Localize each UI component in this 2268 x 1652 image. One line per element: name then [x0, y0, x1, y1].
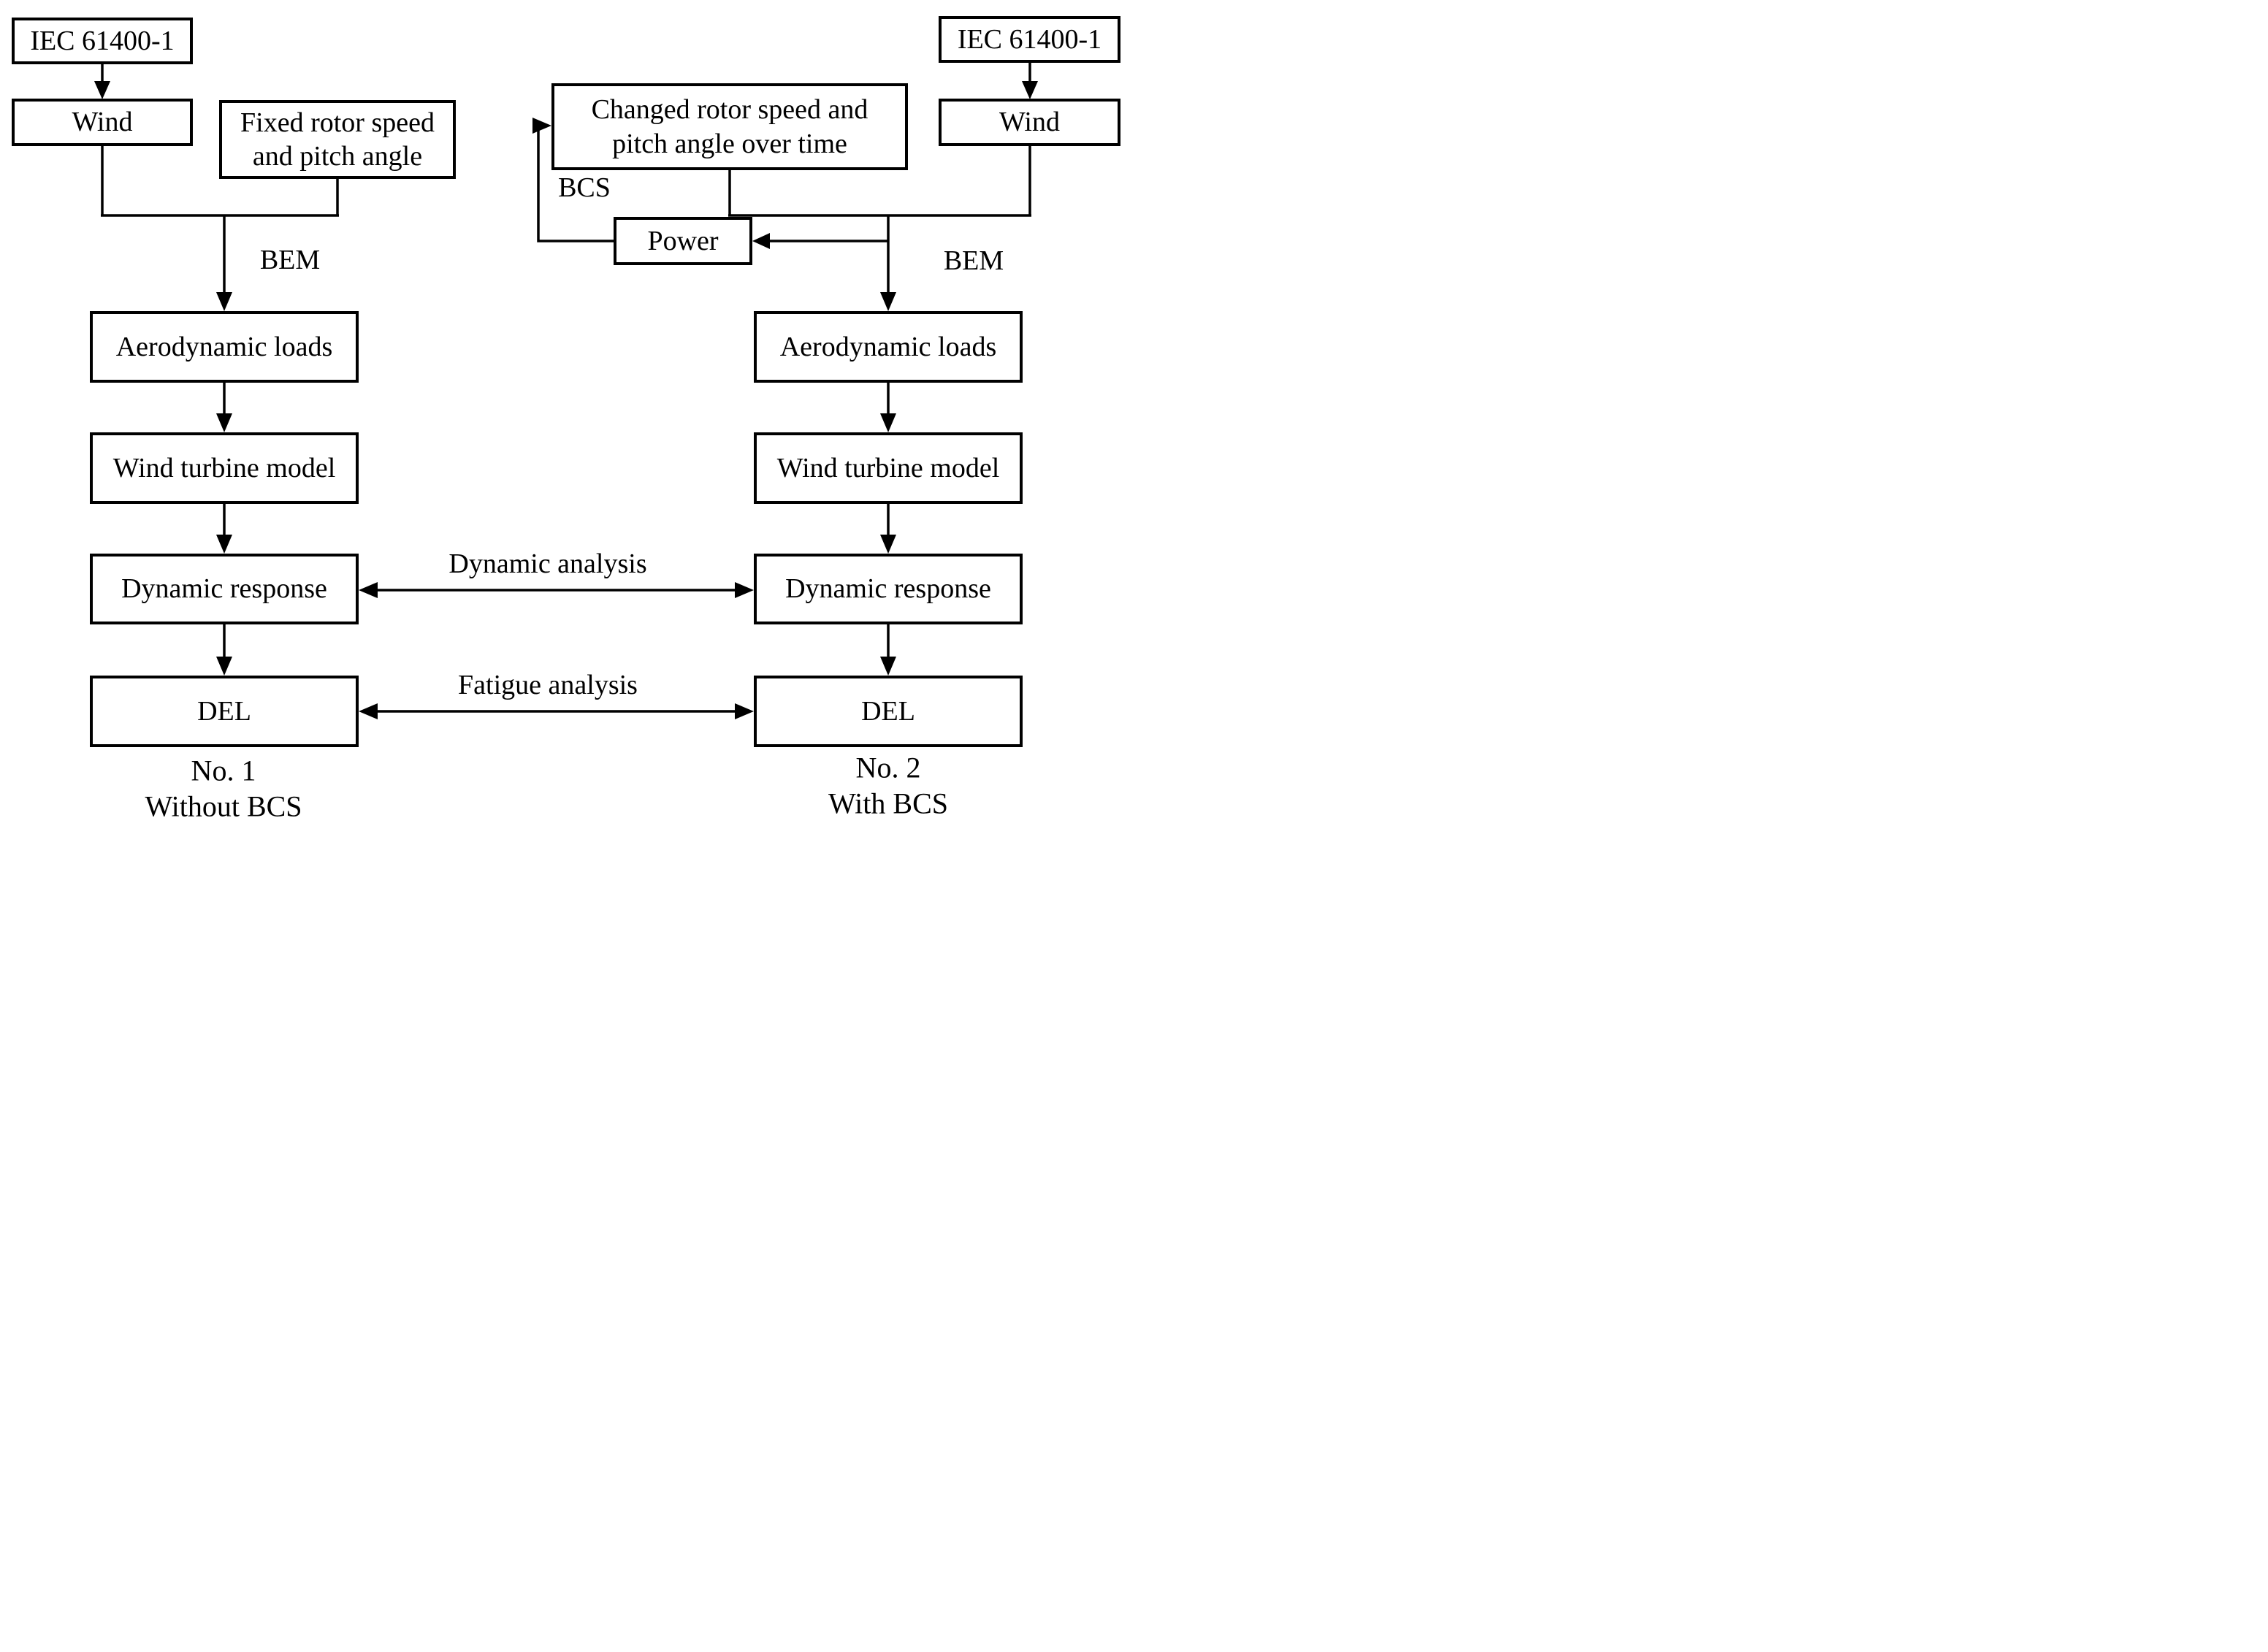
changed-rotor-speed-box: Changed rotor speed and pitch angle over…	[551, 83, 908, 170]
caption-without-bcs: Without BCS	[145, 789, 302, 823]
aerodynamic-loads-box-right: Aerodynamic loads	[754, 311, 1023, 383]
aerodynamic-loads-label-right: Aerodynamic loads	[779, 331, 997, 362]
bcs-feedback-loop	[532, 118, 614, 242]
del-box-right: DEL	[754, 676, 1023, 747]
bem-label-left: BEM	[259, 245, 321, 275]
caption-number-left: No. 1	[191, 754, 256, 787]
fixed-rotor-speed-box: Fixed rotor speed and pitch angle	[219, 100, 456, 179]
fatigue-analysis-label: Fatigue analysis	[458, 670, 638, 700]
changed-rotor-speed-line2: pitch angle over time	[612, 128, 847, 159]
fixed-rotor-speed-line1: Fixed rotor speed	[240, 107, 435, 138]
arrow-turbine-to-dynamic-left	[216, 504, 232, 554]
arrow-bem-right	[880, 215, 896, 311]
arrow-iec-to-wind-left	[94, 64, 110, 99]
iec-standard-box-right: IEC 61400-1	[939, 16, 1120, 63]
arrow-turbine-to-dynamic-right	[880, 504, 896, 554]
wind-turbine-model-box-right: Wind turbine model	[754, 432, 1023, 504]
wind-label-left: Wind	[72, 107, 133, 138]
del-box-left: DEL	[90, 676, 359, 747]
wind-label-right: Wind	[999, 107, 1060, 138]
connector-lines	[94, 63, 1038, 719]
del-label-right: DEL	[861, 695, 915, 727]
aerodynamic-loads-label-left: Aerodynamic loads	[115, 331, 333, 362]
wind-box-left: Wind	[12, 99, 193, 146]
power-box: Power	[614, 217, 752, 265]
wind-turbine-model-box-left: Wind turbine model	[90, 432, 359, 504]
caption-with-bcs: With BCS	[828, 787, 948, 820]
aerodynamic-loads-box-left: Aerodynamic loads	[90, 311, 359, 383]
arrow-power-tap	[752, 233, 888, 249]
fatigue-analysis-arrow	[359, 703, 754, 719]
dynamic-response-box-left: Dynamic response	[90, 554, 359, 624]
wind-turbine-model-label-left: Wind turbine model	[112, 452, 336, 483]
changed-rotor-speed-line1: Changed rotor speed and	[591, 94, 868, 126]
arrow-dynamic-to-del-right	[880, 624, 896, 676]
dynamic-analysis-arrow	[359, 582, 754, 598]
fixed-rotor-speed-line2: and pitch angle	[252, 141, 423, 172]
iec-standard-label-right: IEC 61400-1	[957, 23, 1102, 55]
flowchart-canvas: IEC 61400-1 Wind Fixed rotor speed and p…	[0, 0, 1134, 826]
arrow-iec-to-wind-right	[1022, 63, 1038, 99]
arrow-aero-to-turbine-right	[880, 383, 896, 432]
dynamic-response-label-left: Dynamic response	[121, 573, 327, 605]
dynamic-response-box-right: Dynamic response	[754, 554, 1023, 624]
power-label: Power	[647, 225, 719, 256]
iec-standard-label-left: IEC 61400-1	[30, 25, 175, 56]
arrow-aero-to-turbine-left	[216, 383, 232, 432]
merge-lines-left	[101, 146, 339, 217]
dynamic-analysis-label: Dynamic analysis	[448, 548, 647, 579]
wind-box-right: Wind	[939, 99, 1120, 146]
bcs-feedback-label: BCS	[558, 172, 611, 203]
caption-number-right: No. 2	[855, 751, 921, 784]
del-label-left: DEL	[197, 695, 251, 727]
arrow-bem-left	[216, 215, 232, 311]
merge-lines-right	[728, 146, 1031, 217]
wind-turbine-model-label-right: Wind turbine model	[776, 452, 1000, 483]
dynamic-response-label-right: Dynamic response	[785, 573, 991, 605]
arrow-dynamic-to-del-left	[216, 624, 232, 676]
iec-standard-box-left: IEC 61400-1	[12, 18, 193, 64]
bem-label-right: BEM	[943, 245, 1004, 276]
